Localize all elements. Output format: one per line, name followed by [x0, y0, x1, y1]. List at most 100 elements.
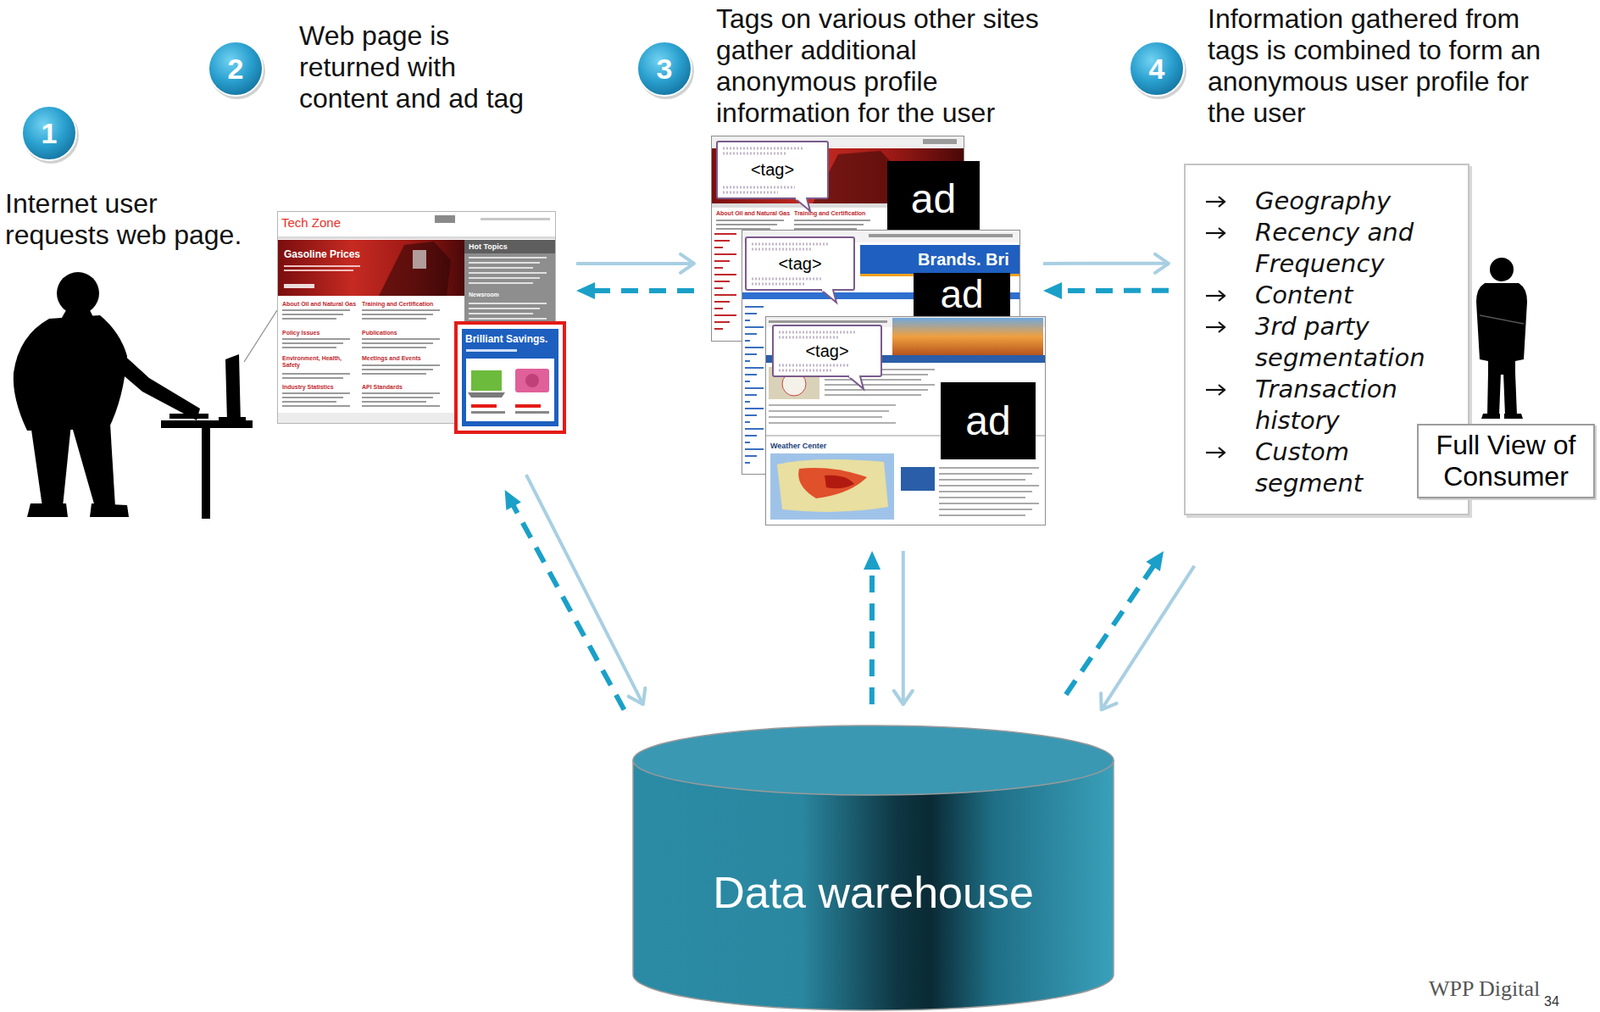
return-arrow — [1066, 550, 1164, 695]
drawing-part — [1489, 257, 1514, 282]
ad-box: ad — [940, 382, 1036, 460]
drawing-part — [745, 237, 855, 290]
drawing-part — [772, 325, 882, 377]
drawing-part — [768, 416, 883, 418]
drawing-part — [282, 342, 344, 345]
ad-text: ad — [887, 161, 980, 237]
arrow-bullet — [1204, 319, 1230, 335]
flow-arrow — [576, 254, 695, 273]
step-circle: 3Tags on various other sites gather addi… — [635, 39, 694, 98]
leader-line — [244, 310, 278, 362]
step-number: 4 — [1127, 39, 1186, 98]
drawing-part — [1218, 447, 1225, 458]
drawing-part — [744, 346, 764, 349]
drawing-part — [744, 441, 750, 444]
drawing-part — [1205, 388, 1225, 391]
ad-text: ad — [940, 382, 1036, 460]
drawing-part — [455, 322, 565, 433]
arrow-bullet — [1204, 288, 1230, 304]
consumer-text: Full View of Consumer — [1422, 429, 1590, 493]
tag-text: <tag> — [716, 159, 829, 180]
flow-arrow — [1043, 254, 1169, 273]
drawing-part — [71, 423, 116, 507]
ad-banner: Brilliant Savings. — [454, 321, 567, 434]
drawing-part — [633, 725, 1114, 795]
drawing-part — [751, 243, 830, 246]
menu-heading: Meetings and Events — [361, 355, 450, 362]
drawing-part — [27, 503, 68, 517]
step-number: 1 — [20, 104, 78, 162]
arrow-head — [505, 489, 522, 511]
drawing-part — [1205, 451, 1225, 454]
drawing-part — [1218, 290, 1225, 301]
drawing-part — [1476, 283, 1528, 375]
drawing-part — [766, 316, 1046, 526]
drawing-part — [744, 400, 750, 403]
step-text: Tags on various other sites gather addit… — [716, 3, 1056, 129]
drawing-part — [794, 198, 811, 212]
menu-heading: Industry Statistics — [282, 383, 359, 391]
menu-heading: Training and Certification — [361, 300, 450, 308]
drawing-part — [716, 141, 828, 199]
flow-arrow — [894, 550, 913, 705]
drawing-part — [282, 309, 350, 312]
banner-heading: Gasoline Prices — [283, 248, 361, 261]
drawing-part — [1218, 322, 1225, 333]
drawing-part — [378, 241, 451, 296]
drawing-part — [361, 313, 434, 316]
menu-heading: Publications — [361, 329, 450, 337]
drawing-part — [277, 211, 556, 424]
drawing-part — [361, 368, 434, 371]
menu-heading: Training and Certification — [794, 210, 866, 217]
drawing-part — [361, 396, 434, 399]
drawing-part — [361, 372, 427, 375]
drawing-part — [468, 317, 547, 320]
drawing-part — [282, 405, 350, 407]
arrow-bullet — [1204, 194, 1230, 210]
menu-heading: Policy Issues — [282, 329, 359, 337]
arrow-bullet — [1204, 382, 1230, 398]
drawing-part — [768, 422, 896, 424]
drawing-part — [744, 319, 750, 322]
step-circle: 4Information gathered from tags is combi… — [1127, 39, 1186, 98]
drawing-part — [466, 358, 555, 422]
drawing-part — [744, 455, 757, 457]
connector-line — [1101, 566, 1195, 711]
drawing-part — [848, 376, 864, 389]
drawing-part — [938, 508, 1033, 511]
drawing-part — [361, 342, 434, 345]
drawing-part — [824, 388, 928, 391]
drawing-part — [1218, 196, 1225, 207]
desk-silhouette — [161, 354, 253, 519]
drawing-part — [282, 400, 337, 403]
cylinder-text: Data warehouse — [632, 866, 1115, 918]
step-text: Web page is returned with content and ad… — [299, 20, 545, 115]
drawing-part — [468, 266, 534, 269]
drawing-part — [56, 272, 100, 315]
connector-line — [511, 503, 624, 711]
drawing-part — [412, 250, 427, 269]
drawing-part — [30, 423, 72, 507]
drawing-part — [714, 280, 730, 283]
drawing-part — [89, 503, 129, 517]
section-heading: Weather Center — [770, 441, 827, 451]
connector-line — [591, 288, 695, 294]
drawing-part — [751, 283, 805, 286]
menu-heading: API Standards — [361, 383, 450, 391]
drawing-part — [778, 336, 840, 339]
arrow-head — [894, 690, 913, 705]
drawing-part — [361, 400, 427, 403]
drawing-part — [770, 453, 895, 520]
drawing-part — [468, 272, 547, 274]
arrow-head — [1043, 282, 1062, 300]
drawing-part — [922, 138, 957, 145]
node-drawing — [632, 724, 1115, 1011]
arrow-bullet — [1204, 225, 1230, 241]
brand-label: WPP Digital — [1428, 976, 1540, 1002]
drawing-part — [283, 265, 361, 267]
drawing-part — [218, 416, 246, 422]
drawing-part — [468, 261, 540, 264]
profile-item: Content — [1255, 279, 1446, 312]
drawing-part — [468, 312, 534, 315]
drawing-part — [515, 368, 550, 393]
